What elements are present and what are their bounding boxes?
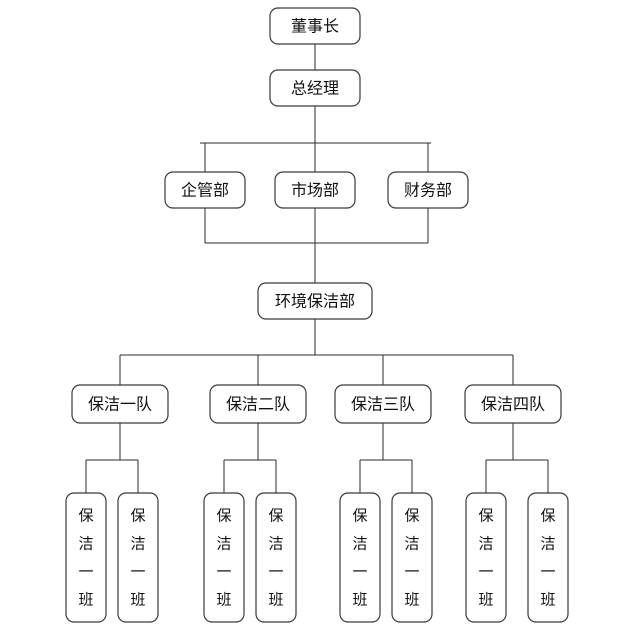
node-label-dept-2: 市场部: [291, 181, 339, 200]
node-shift-6[interactable]: 保洁一班: [391, 492, 433, 623]
node-label-shift-1: 保洁一班: [78, 507, 93, 609]
node-box-team-2[interactable]: [209, 384, 307, 424]
node-label-shift-2: 保洁一班: [130, 507, 145, 609]
node-box-team-4[interactable]: [464, 384, 562, 424]
node-gm[interactable]: 总经理: [269, 69, 361, 107]
node-box-chairman[interactable]: [269, 7, 361, 45]
node-shift-4[interactable]: 保洁一班: [255, 492, 297, 623]
node-label-shift-5: 保洁一班: [352, 507, 367, 609]
node-box-team-1[interactable]: [71, 384, 169, 424]
node-label-team-1: 保洁一队: [88, 395, 152, 414]
node-box-team-3[interactable]: [334, 384, 432, 424]
node-dept-3[interactable]: 财务部: [387, 171, 469, 209]
node-team-3[interactable]: 保洁三队: [334, 384, 432, 424]
node-label-clean-dept: 环境保洁部: [275, 292, 355, 311]
node-label-shift-4: 保洁一班: [268, 507, 283, 609]
node-label-shift-6: 保洁一班: [404, 507, 419, 609]
node-chairman[interactable]: 董事长: [269, 7, 361, 45]
node-box-shift-8[interactable]: [527, 492, 569, 623]
node-box-shift-5[interactable]: [339, 492, 381, 623]
node-team-4[interactable]: 保洁四队: [464, 384, 562, 424]
node-shift-7[interactable]: 保洁一班: [465, 492, 507, 623]
node-box-dept-1[interactable]: [164, 171, 246, 209]
node-box-shift-3[interactable]: [203, 492, 245, 623]
node-box-gm[interactable]: [269, 69, 361, 107]
node-box-shift-4[interactable]: [255, 492, 297, 623]
node-label-gm: 总经理: [291, 79, 339, 98]
node-label-team-3: 保洁三队: [351, 395, 415, 414]
node-shift-2[interactable]: 保洁一班: [117, 492, 159, 623]
node-label-dept-3: 财务部: [404, 181, 452, 200]
node-box-shift-2[interactable]: [117, 492, 159, 623]
node-label-shift-3: 保洁一班: [216, 507, 231, 609]
node-team-2[interactable]: 保洁二队: [209, 384, 307, 424]
node-box-shift-1[interactable]: [65, 492, 107, 623]
node-shift-5[interactable]: 保洁一班: [339, 492, 381, 623]
node-box-dept-3[interactable]: [387, 171, 469, 209]
node-shift-3[interactable]: 保洁一班: [203, 492, 245, 623]
node-label-team-2: 保洁二队: [226, 395, 290, 414]
node-box-shift-7[interactable]: [465, 492, 507, 623]
node-label-dept-1: 企管部: [181, 181, 229, 200]
node-box-dept-2[interactable]: [274, 171, 356, 209]
connector-layer: [85, 44, 549, 493]
node-box-shift-6[interactable]: [391, 492, 433, 623]
node-label-shift-8: 保洁一班: [540, 507, 555, 609]
node-label-team-4: 保洁四队: [481, 395, 545, 414]
node-label-shift-7: 保洁一班: [478, 507, 493, 609]
node-clean-dept[interactable]: 环境保洁部: [257, 282, 373, 320]
node-box-clean-dept[interactable]: [257, 282, 373, 320]
node-label-chairman: 董事长: [291, 17, 339, 36]
node-dept-1[interactable]: 企管部: [164, 171, 246, 209]
node-dept-2[interactable]: 市场部: [274, 171, 356, 209]
node-shift-1[interactable]: 保洁一班: [65, 492, 107, 623]
node-shift-8[interactable]: 保洁一班: [527, 492, 569, 623]
node-team-1[interactable]: 保洁一队: [71, 384, 169, 424]
